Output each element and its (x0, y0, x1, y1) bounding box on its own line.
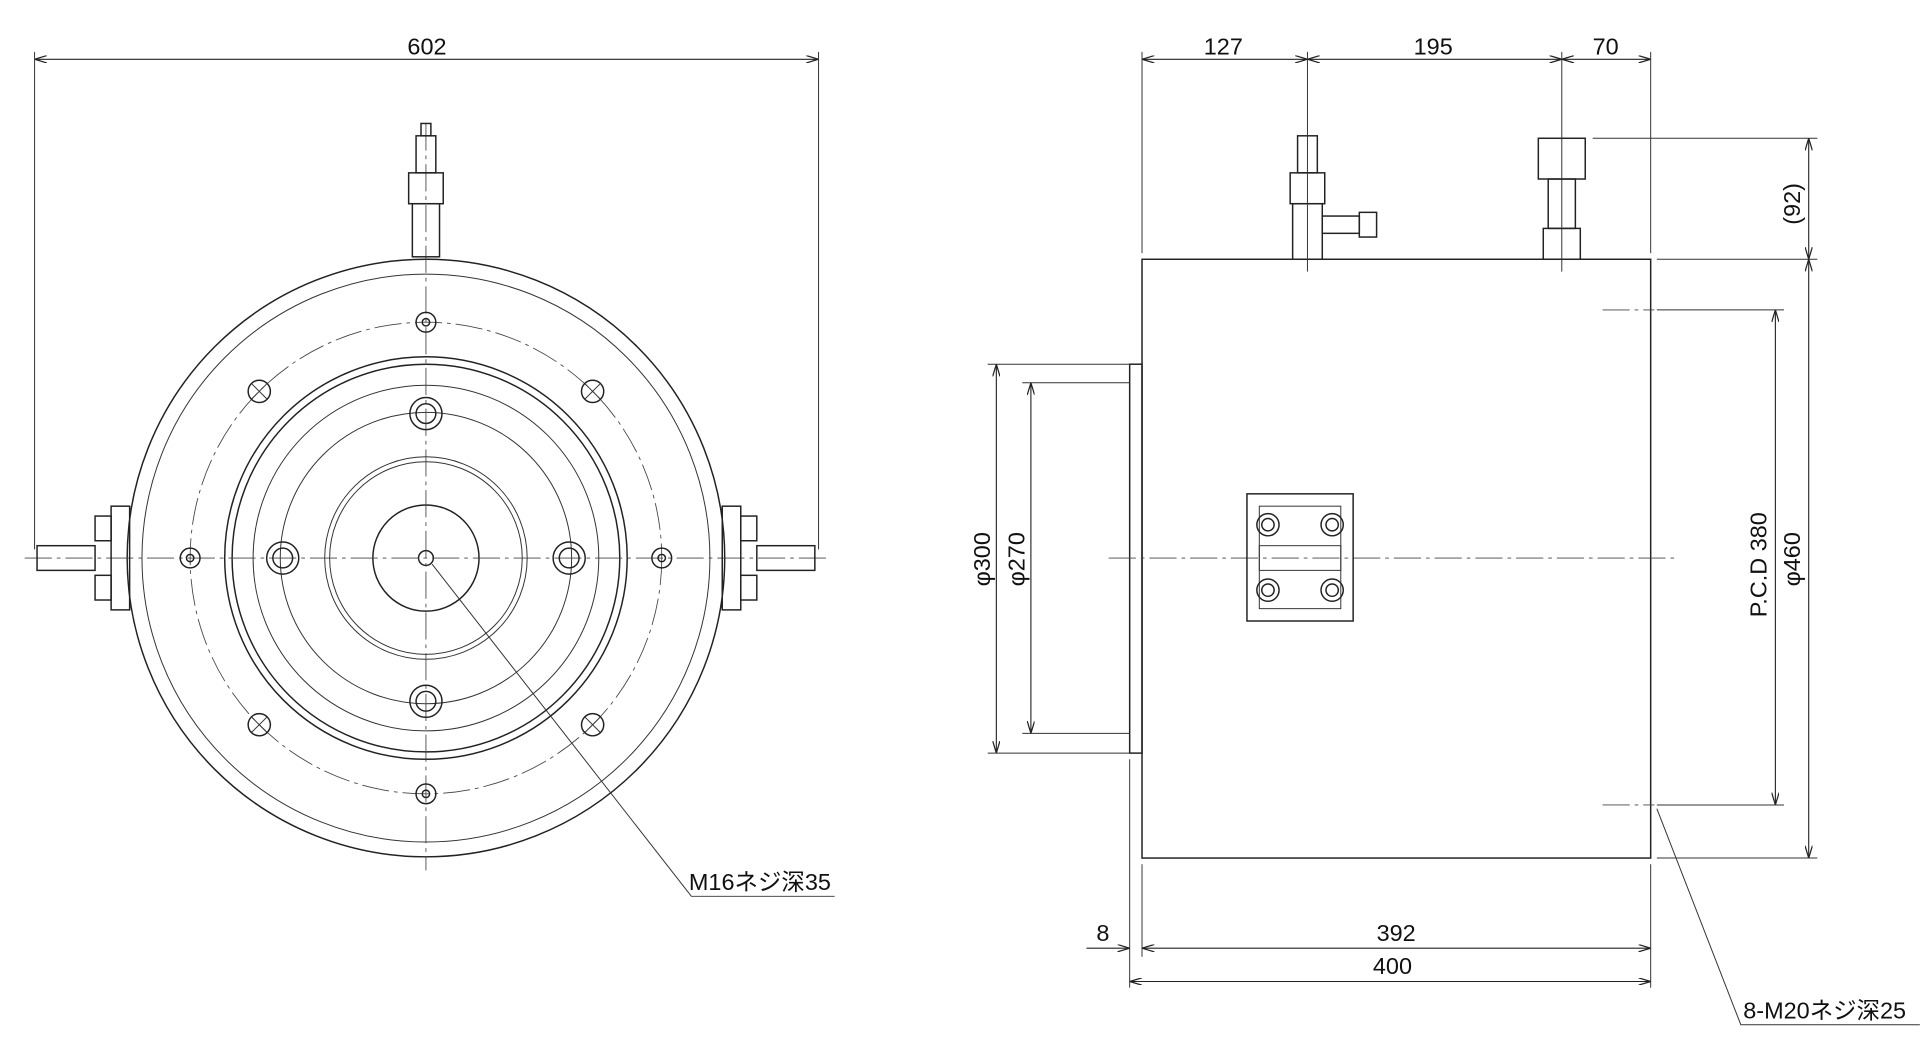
dim-392-label: 392 (1377, 920, 1416, 946)
pcd-380-label: P.C.D 380 (1746, 512, 1772, 617)
dim-92-label: (92) (1779, 183, 1805, 225)
dia-460-label: φ460 (1779, 532, 1805, 586)
dia-270-label: φ270 (1004, 532, 1030, 586)
front-flange (1128, 363, 1143, 754)
body-outline (1141, 258, 1652, 859)
thread-note-m20: 8-M20ネジ深25 (1743, 998, 1906, 1024)
side-block (1246, 493, 1354, 622)
side-view: 127 195 70 (92) φ460 P.C.D 380 φ300 φ270… (969, 33, 1920, 1026)
dim-400-label: 400 (1373, 953, 1412, 979)
left-fitting (36, 505, 131, 611)
dim-195-label: 195 (1414, 33, 1453, 59)
right-fitting (721, 505, 816, 611)
dim-8-label: 8 (1096, 920, 1109, 946)
front-view: 602 M16ネジ深35 (24, 33, 835, 897)
dim-70-label: 70 (1593, 33, 1619, 59)
small-bolt-holes (179, 311, 673, 805)
leader-line-m20 (1656, 808, 1920, 1026)
fitting-1 (1289, 135, 1378, 261)
leader-line-m16 (431, 563, 835, 897)
top-fitting (407, 122, 444, 258)
dim-127-label: 127 (1204, 33, 1243, 59)
dim-602-label: 602 (407, 33, 446, 59)
thread-note-m16: M16ネジ深35 (689, 869, 831, 895)
dia-300-label: φ300 (969, 532, 995, 586)
large-bolt-holes (265, 396, 586, 719)
